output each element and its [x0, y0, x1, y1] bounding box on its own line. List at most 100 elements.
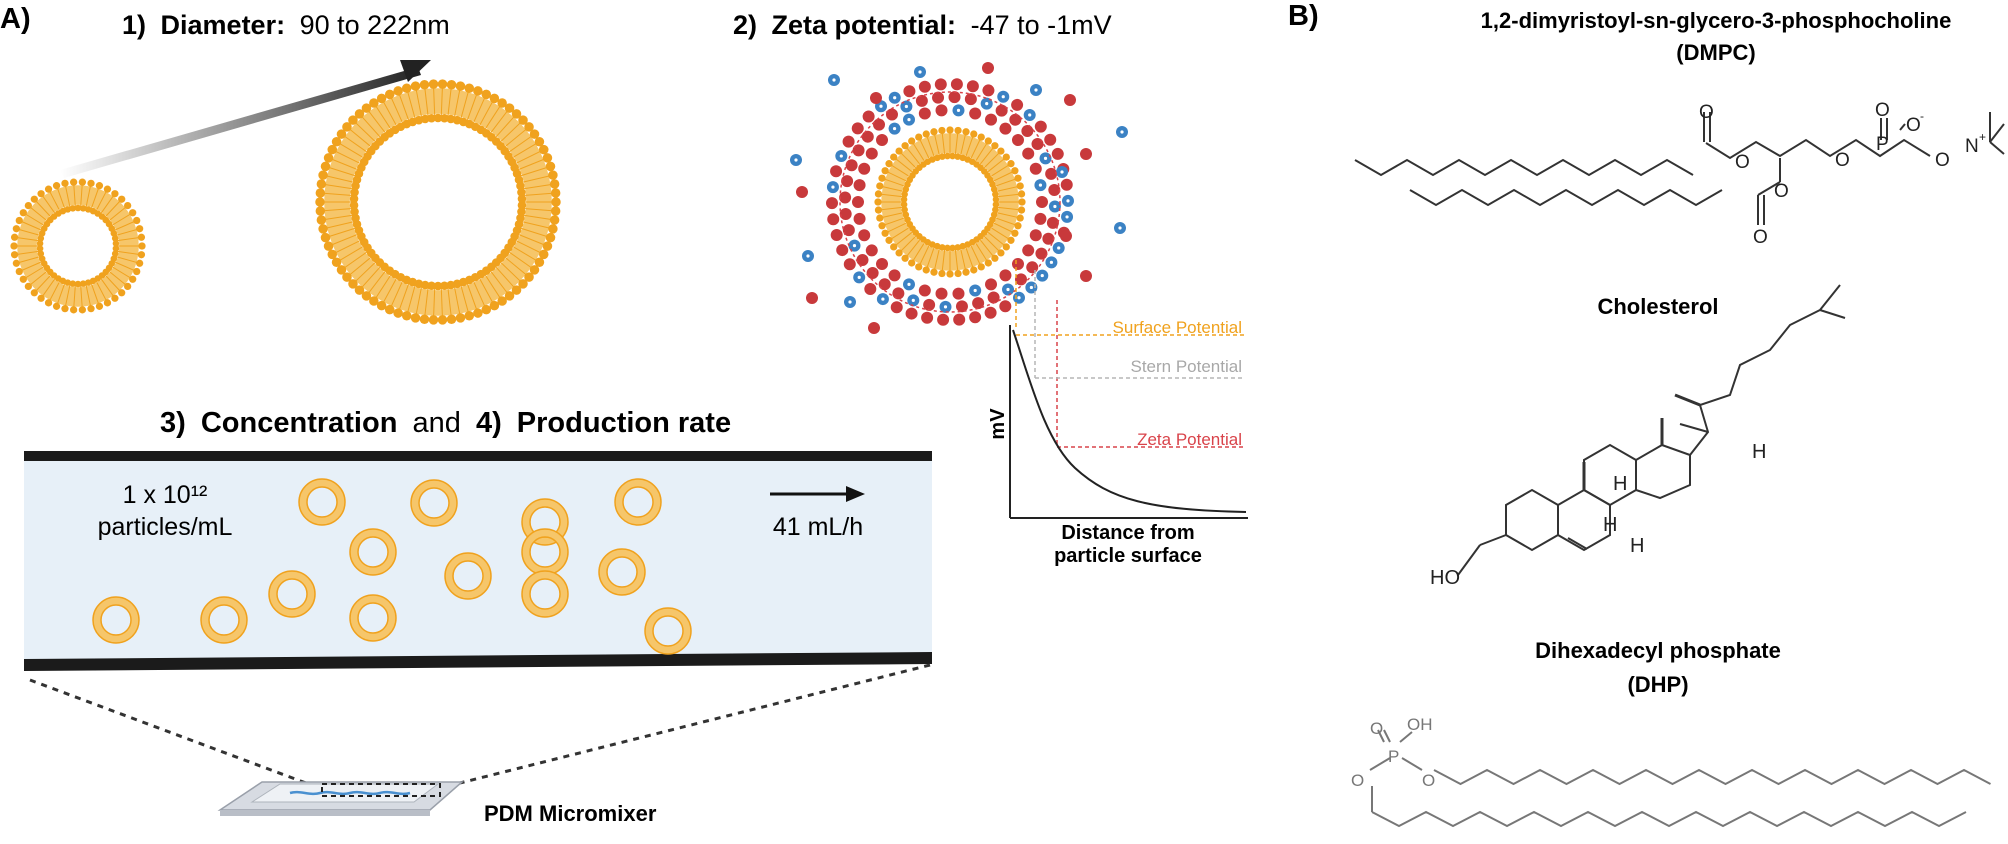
lipid-head: [78, 178, 87, 186]
lipid-head: [970, 266, 978, 274]
lipid-head: [874, 206, 883, 214]
lipid-head: [516, 181, 525, 191]
lipid-tail: [23, 212, 46, 227]
dmpc-name: 1,2-dimyristoyl-sn-glycero-3-phosphochol…: [1481, 8, 1952, 33]
anion-dot: [918, 80, 931, 93]
lipid-head: [933, 154, 941, 162]
anion-dot: [952, 287, 965, 300]
lipid-head: [876, 214, 884, 222]
lipid-tail: [904, 145, 922, 167]
dhp-atom: O: [1370, 719, 1383, 738]
anion-dot: [1080, 148, 1092, 160]
channel-liposome-outer: [521, 570, 569, 618]
channel-liposome-outer: [521, 498, 569, 546]
lipid-tail: [515, 232, 548, 247]
channel-liposome-inner: [100, 604, 132, 636]
lipid-head: [124, 201, 132, 210]
cation-sign: [806, 254, 810, 258]
lipid-head: [473, 308, 483, 318]
lipid-tail: [107, 269, 128, 287]
lipid-head: [401, 83, 412, 93]
anion-dot: [1026, 261, 1039, 274]
cation-sign: [1006, 287, 1010, 292]
anion-dot: [1014, 273, 1027, 286]
lipid-head: [433, 113, 443, 123]
channel-liposome-outer: [200, 596, 248, 644]
lipid-head: [135, 259, 144, 267]
lipid-head: [351, 213, 360, 223]
lipid-head: [350, 188, 359, 197]
lipid-head: [1014, 222, 1022, 230]
lipid-tail: [477, 98, 495, 129]
lipid-head: [369, 296, 379, 306]
lipid-head: [938, 126, 946, 135]
lipid-tail: [406, 282, 417, 316]
lipid-head: [349, 194, 359, 204]
lipid-tail: [969, 136, 982, 161]
lipid-tail: [95, 279, 108, 304]
anion-dot: [806, 292, 818, 304]
micromixer-chip: [217, 781, 464, 816]
channel-liposome-inner: [529, 578, 561, 610]
lipid-tail: [115, 236, 142, 242]
lipid-head: [361, 291, 372, 301]
lipid-head: [37, 294, 45, 302]
anion-dot: [995, 104, 1008, 117]
lipid-head: [36, 245, 44, 252]
lipid-head: [874, 198, 882, 206]
lipid-head: [900, 196, 908, 203]
channel-liposome-inner: [622, 486, 654, 518]
anion-dot: [826, 197, 839, 210]
lipid-head: [315, 197, 325, 207]
lipid-tail: [346, 126, 374, 149]
channel-liposome-outer: [268, 570, 316, 618]
liposome-large: [315, 79, 561, 325]
lipid-tail: [459, 88, 470, 122]
lipid-head: [110, 229, 118, 237]
lipid-tail: [521, 192, 556, 197]
lipid-head: [962, 268, 970, 276]
lipid-head: [954, 269, 962, 278]
lipid-head: [320, 161, 331, 172]
lipid-head: [551, 197, 561, 207]
anion-dot: [858, 162, 871, 175]
stern-potential-label: Stern Potential: [1130, 357, 1242, 376]
lipid-head: [38, 255, 46, 263]
dhp-atom: P: [1388, 747, 1399, 766]
dmpc-atom: O: [1835, 150, 1850, 171]
lipid-head: [930, 268, 938, 276]
lipid-tail: [112, 220, 137, 232]
cation-sign: [1038, 183, 1043, 187]
lipid-head: [135, 225, 144, 233]
lipid-head: [954, 153, 961, 160]
dhp-atoms: O P O OH O: [1351, 715, 1435, 790]
lipid-head: [427, 281, 436, 291]
lipid-head: [1002, 243, 1010, 251]
lipid-head: [885, 236, 893, 244]
lipid-tail: [517, 165, 551, 178]
lipid-head: [518, 115, 528, 125]
anion-dot: [915, 94, 928, 107]
cation-sign: [904, 104, 908, 109]
lipid-tail: [423, 285, 429, 320]
lipid-head: [489, 93, 500, 104]
lipid-tail: [519, 174, 554, 184]
lipid-head: [129, 209, 137, 217]
lipid-head: [111, 294, 119, 302]
lipid-head: [464, 311, 475, 321]
liposome-charged: [874, 126, 1026, 278]
lipid-tail: [959, 246, 967, 273]
anion-dot: [836, 244, 849, 257]
lipid-head: [24, 282, 32, 291]
anion-dot: [1009, 113, 1022, 126]
anion-dot: [982, 84, 995, 97]
flow-arrow: [770, 486, 865, 502]
lipid-head: [349, 200, 359, 210]
lipid-head: [881, 167, 889, 175]
anion-dot: [853, 212, 866, 225]
anion-dot: [830, 165, 843, 178]
lipid-tail: [991, 170, 1016, 183]
lipid-tail: [16, 228, 42, 237]
lipid-head: [419, 80, 430, 90]
lipid-head: [915, 263, 923, 271]
